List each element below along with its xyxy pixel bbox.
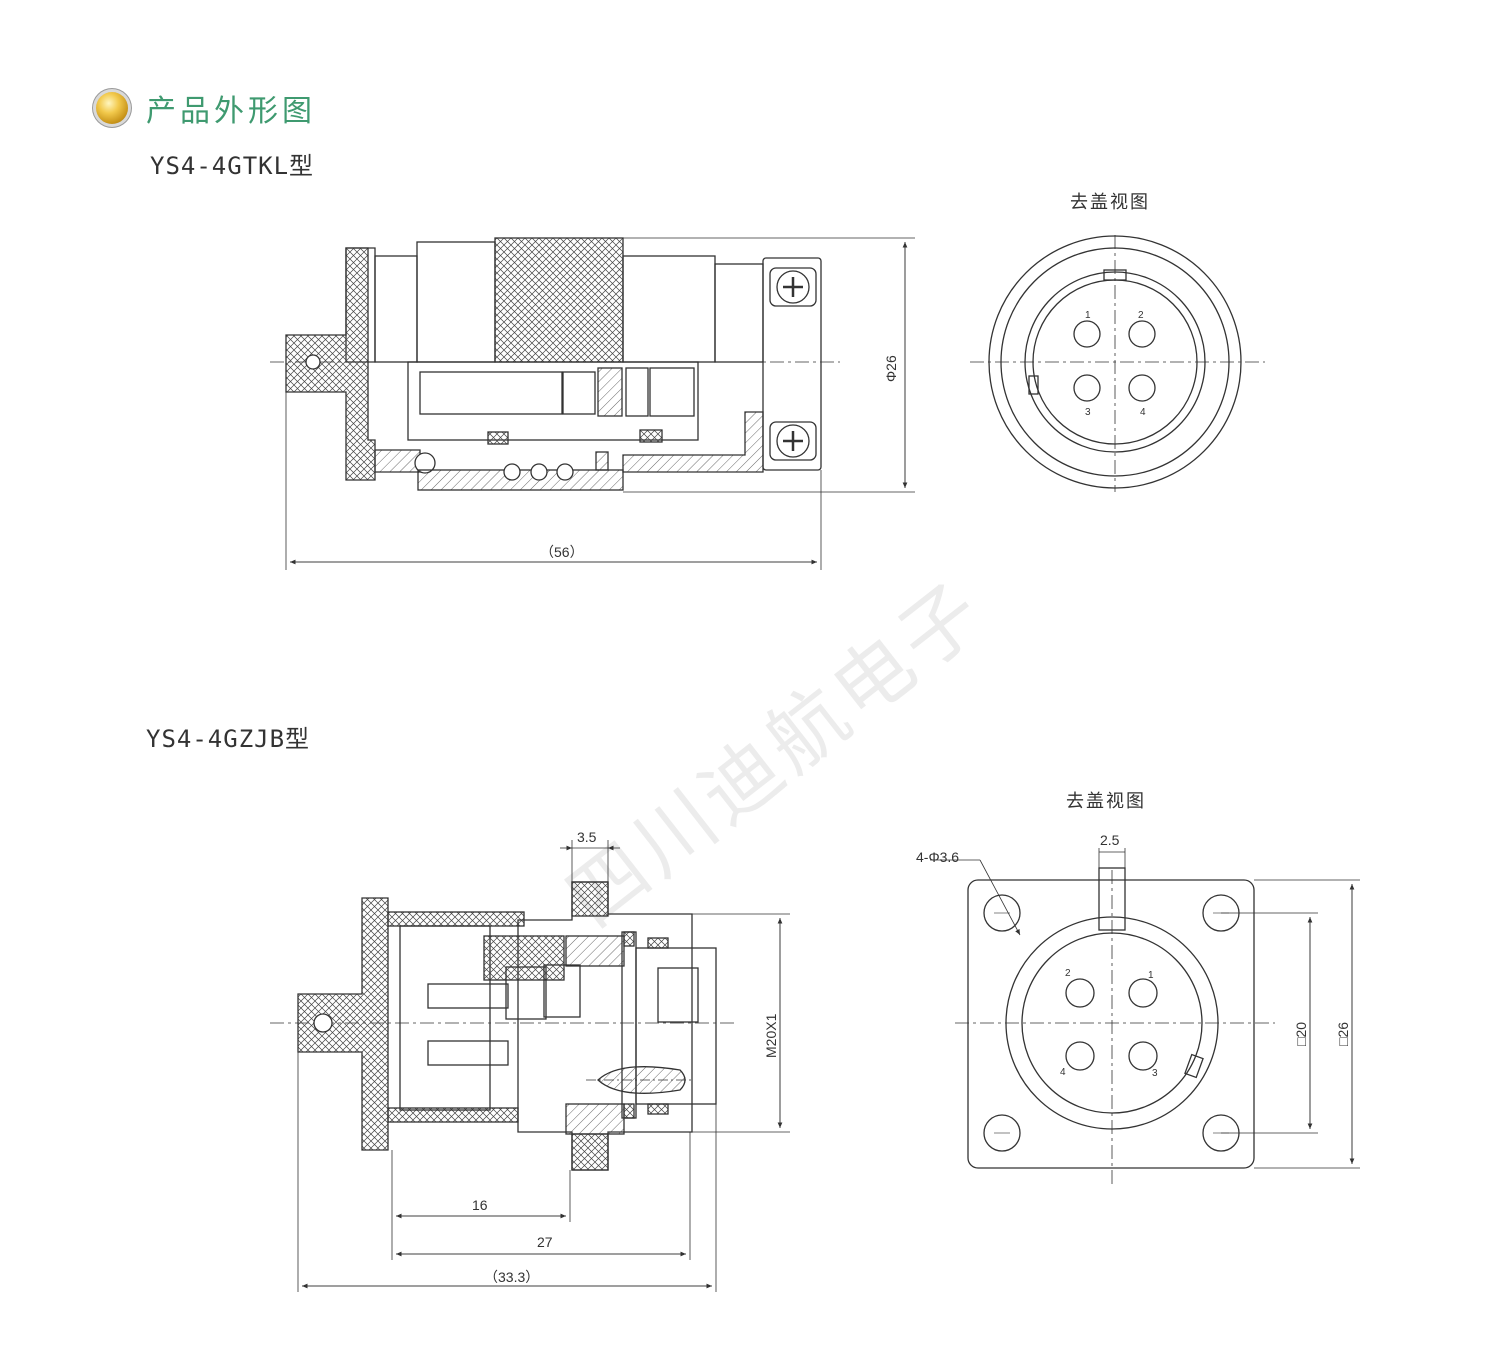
model-2-thread-dim: M20X1 [763,1013,779,1058]
model-2-sq26-dim: □26 [1335,1022,1351,1046]
model-2-pin-3: 3 [1152,1068,1158,1079]
model-2-overall-dim: （33.3） [484,1269,539,1285]
model-2-view-title: 去盖视图 [1066,791,1146,812]
model-1-pin-4: 4 [1140,407,1146,418]
model-2-flange-dim: 3.5 [577,829,597,845]
section-title: 产品外形图 [146,94,316,129]
model-2-side-view [270,840,790,1292]
model-2-holes-dim: 4-Φ3.6 [916,849,959,865]
section-header: 产品外形图 [96,86,316,130]
model-1-length-dim: （56） [540,544,584,560]
model-2-name: YS4-4GZJB型 [146,725,311,753]
model-1-name: YS4-4GTKL型 [150,152,315,180]
model-1-diameter-dim: Φ26 [883,355,899,382]
model-2-end-view [930,848,1360,1185]
bullet-icon [96,92,128,124]
model-1-end-view [970,235,1265,492]
model-2-d27-dim: 27 [537,1234,553,1250]
model-2-slot-dim: 2.5 [1100,832,1120,848]
model-1-side-view [270,237,915,570]
model-1-pin-3: 3 [1085,407,1091,418]
model-1-pin-2: 2 [1138,310,1144,321]
model-2-pin-1: 1 [1148,970,1154,981]
model-2-pin-4: 4 [1060,1067,1066,1078]
model-2-pin-2: 2 [1065,968,1071,979]
model-1-pin-1: 1 [1085,310,1091,321]
model-2-sq20-dim: □20 [1293,1022,1309,1046]
model-1-view-title: 去盖视图 [1070,192,1150,213]
model-2-d16-dim: 16 [472,1197,488,1213]
